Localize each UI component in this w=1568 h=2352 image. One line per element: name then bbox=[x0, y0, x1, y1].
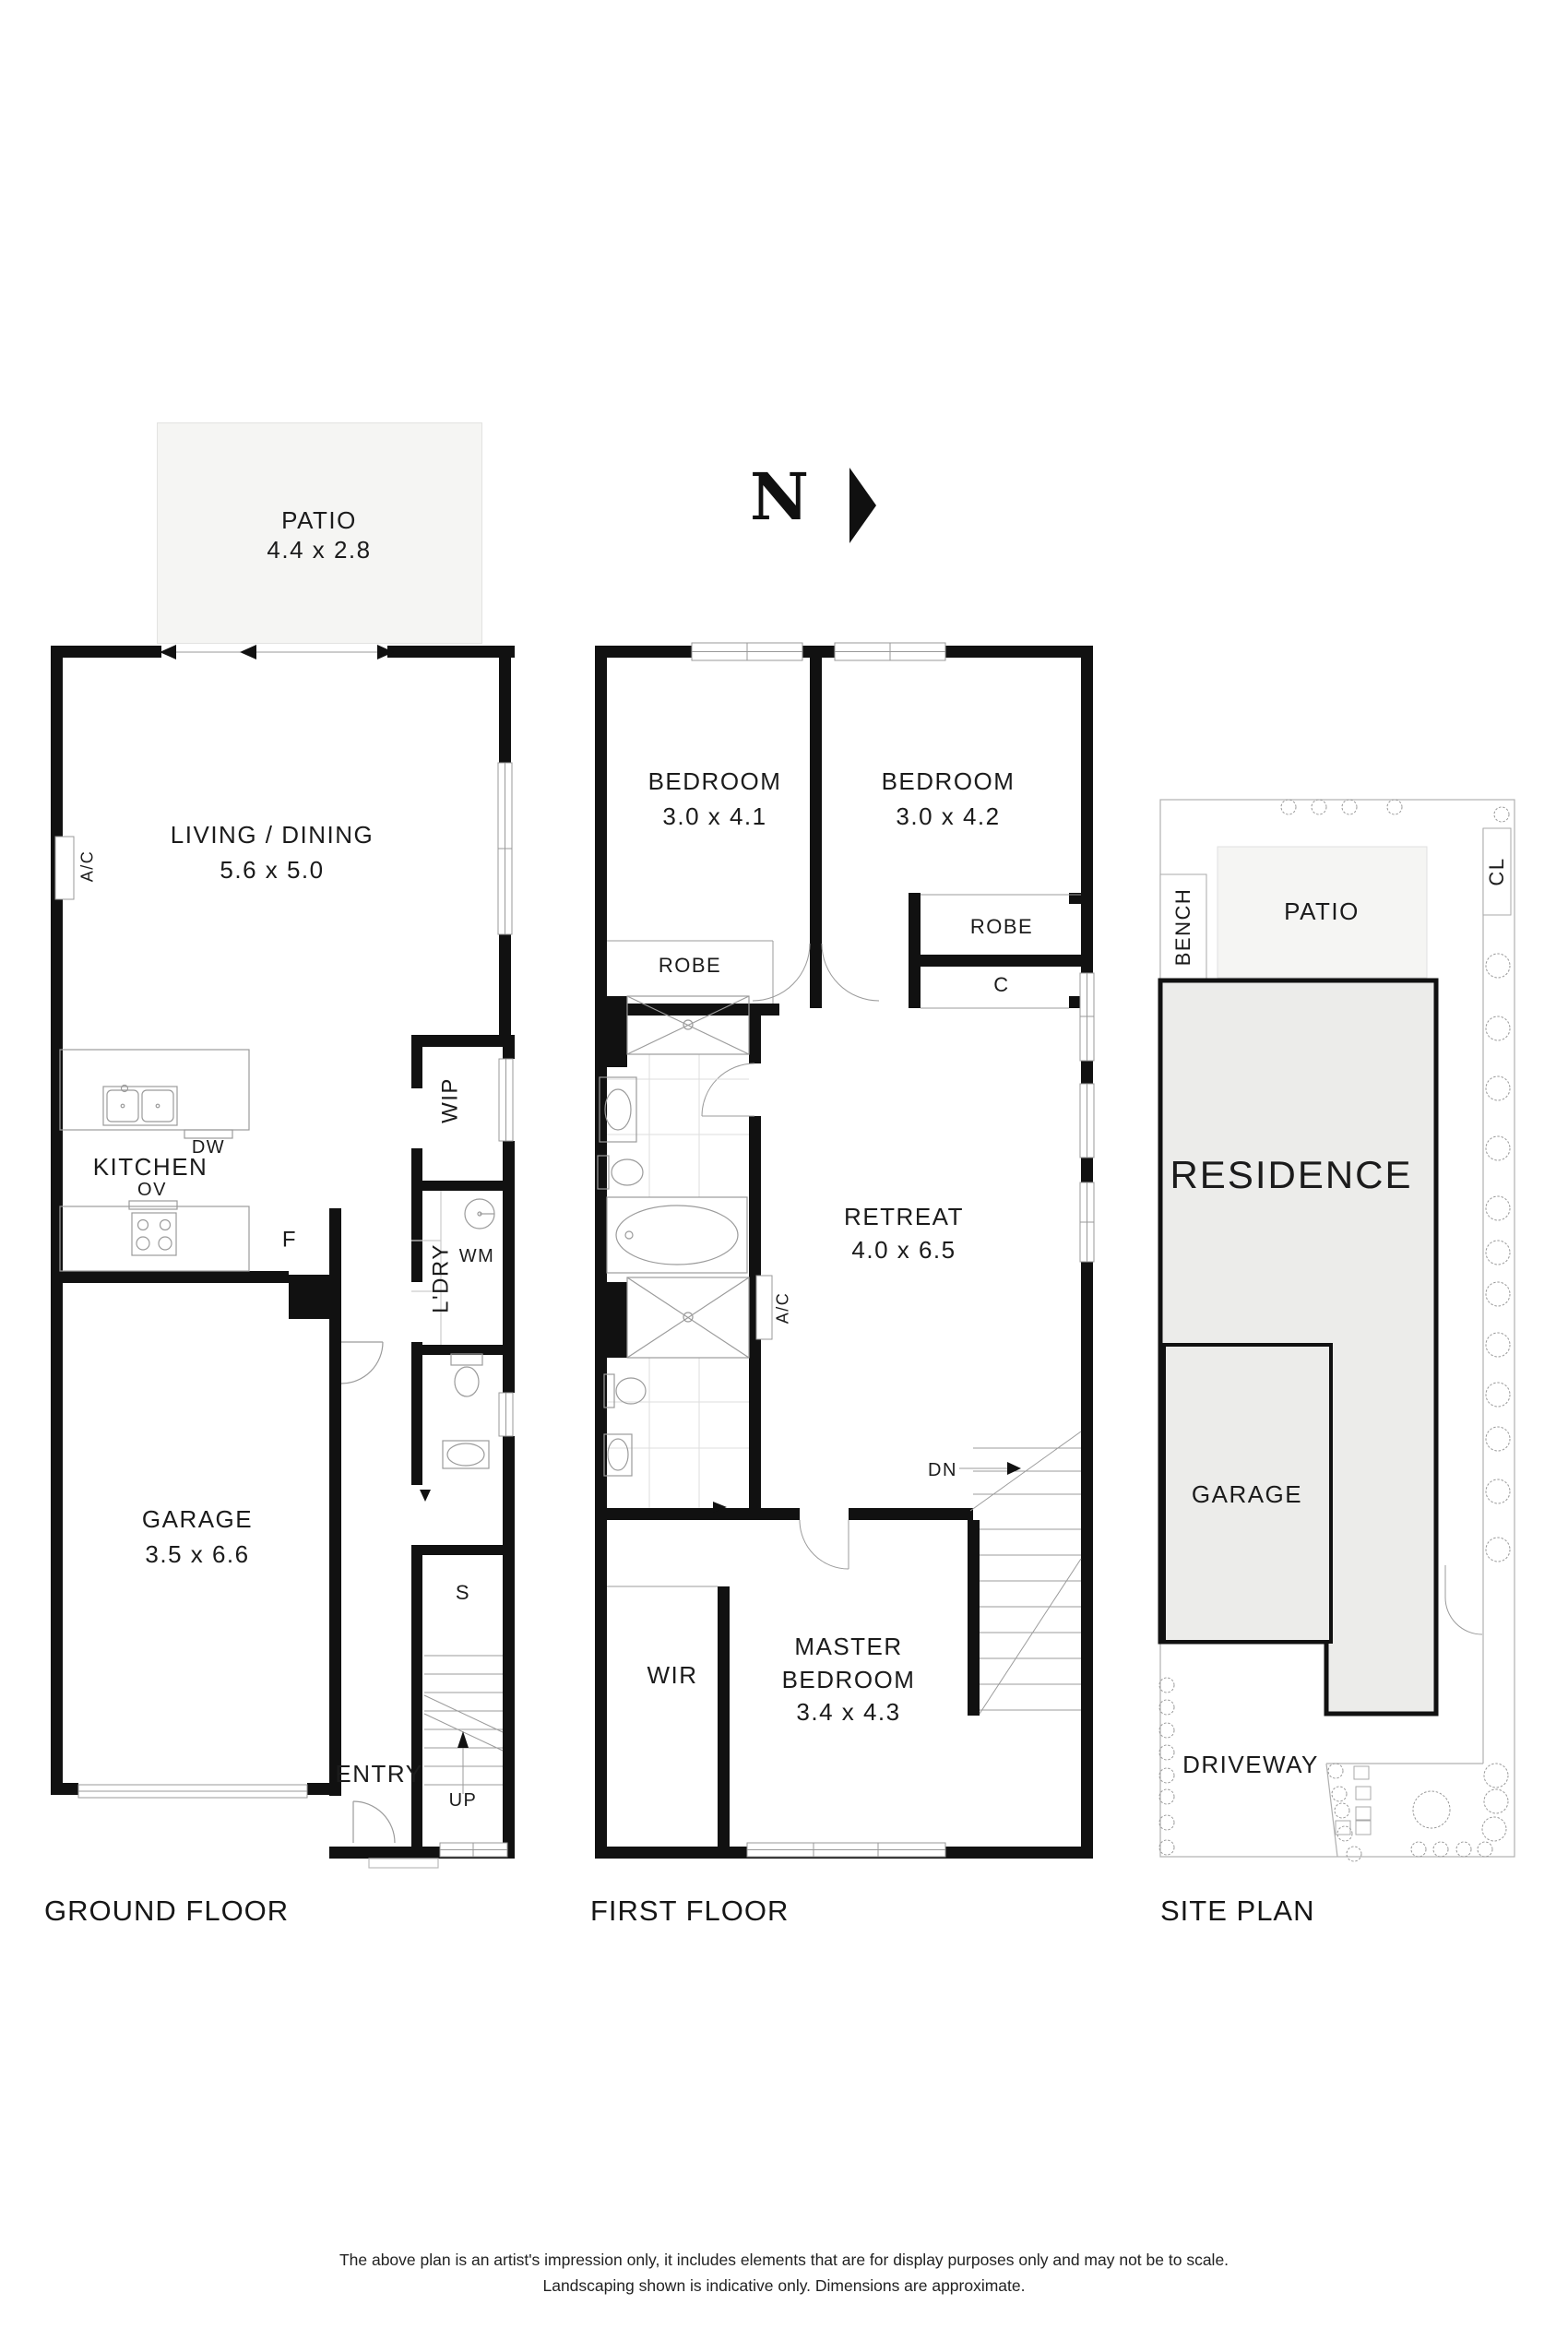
ff-cupboard-label: C bbox=[993, 972, 1010, 996]
ff-bedroom1-dims: 3.0 x 4.1 bbox=[662, 802, 767, 831]
first-floor-title: FIRST FLOOR bbox=[590, 1895, 790, 1927]
site-patio-label: PATIO bbox=[1284, 897, 1360, 926]
site-bench-area bbox=[1159, 873, 1207, 980]
disclaimer: The above plan is an artist's impression… bbox=[0, 2247, 1568, 2299]
gf-patio-area bbox=[157, 422, 482, 644]
gf-sliding-door bbox=[160, 645, 394, 659]
site-garage-outline bbox=[1162, 1343, 1333, 1644]
site-plan-drawing bbox=[1158, 799, 1515, 1862]
gf-stairs bbox=[420, 1490, 504, 1794]
site-patio-area bbox=[1217, 846, 1428, 979]
ground-floor-title: GROUND FLOOR bbox=[44, 1895, 290, 1927]
ff-thin-lines bbox=[607, 894, 1081, 1587]
site-pavers bbox=[1335, 1765, 1372, 1835]
ff-retreat-dims: 4.0 x 6.5 bbox=[851, 1236, 956, 1265]
gf-living-label: LIVING / DINING bbox=[170, 821, 374, 849]
site-cl-label: CL bbox=[1484, 857, 1508, 886]
ff-master-dims: 3.4 x 4.3 bbox=[796, 1698, 901, 1727]
site-bench-label: BENCH bbox=[1170, 887, 1194, 967]
site-trees bbox=[1158, 799, 1511, 1862]
ff-fixtures bbox=[597, 995, 750, 1477]
gf-ac-unit bbox=[54, 836, 75, 900]
site-garage-label: GARAGE bbox=[1191, 1480, 1303, 1509]
site-residence-label: RESIDENCE bbox=[1170, 1153, 1413, 1197]
ff-walls bbox=[595, 646, 1093, 1859]
gf-wm-label: WM bbox=[458, 1246, 495, 1267]
gf-up-label: UP bbox=[448, 1790, 478, 1812]
ff-hall-arrow bbox=[713, 1502, 727, 1513]
gf-ov-label: OV bbox=[137, 1180, 167, 1201]
ff-robe2-label: ROBE bbox=[969, 914, 1034, 938]
ff-bedroom1-label: BEDROOM bbox=[647, 767, 782, 796]
disclaimer-line1: The above plan is an artist's impression… bbox=[339, 2251, 1229, 2269]
north-letter: N bbox=[750, 458, 809, 535]
ground-floor-drawing bbox=[51, 645, 515, 1869]
ff-windows bbox=[691, 642, 1095, 1858]
site-clothesline-area bbox=[1482, 827, 1512, 916]
ff-stairs bbox=[713, 1431, 1082, 1715]
ff-ac-unit bbox=[755, 1275, 773, 1340]
first-floor-drawing bbox=[595, 642, 1095, 1859]
gf-kitchen-label: KITCHEN bbox=[92, 1153, 208, 1182]
site-plan-title: SITE PLAN bbox=[1160, 1895, 1315, 1927]
gf-hall-arrow bbox=[420, 1490, 431, 1502]
ff-dn-label: DN bbox=[928, 1460, 957, 1481]
ff-bedroom2-label: BEDROOM bbox=[881, 767, 1016, 796]
gf-living-dims: 5.6 x 5.0 bbox=[220, 856, 325, 885]
gf-wip-label: WIP bbox=[437, 1077, 463, 1123]
ff-dn-arrow bbox=[1007, 1462, 1021, 1475]
site-driveway-label: DRIVEWAY bbox=[1182, 1751, 1319, 1779]
ff-ac-label: A/C bbox=[773, 1291, 792, 1324]
gf-store-label: S bbox=[455, 1580, 471, 1604]
gf-entry-label: ENTRY bbox=[335, 1760, 423, 1788]
gf-patio-dims: 4.4 x 2.8 bbox=[267, 536, 372, 564]
gf-fridge-label: F bbox=[281, 1227, 298, 1253]
north-arrow-icon bbox=[849, 468, 876, 543]
gf-garage-dims: 3.5 x 6.6 bbox=[145, 1540, 250, 1569]
ff-bedroom2-dims: 3.0 x 4.2 bbox=[896, 802, 1001, 831]
gf-garage-label: GARAGE bbox=[141, 1505, 254, 1534]
ff-master-label: MASTER BEDROOM bbox=[781, 1633, 916, 1693]
disclaimer-line2: Landscaping shown is indicative only. Di… bbox=[542, 2276, 1026, 2295]
gf-laundry-label: L'DRY bbox=[428, 1243, 454, 1313]
gf-walls bbox=[51, 646, 515, 1859]
ff-robe1-label: ROBE bbox=[658, 953, 722, 977]
ff-tiles bbox=[607, 1054, 749, 1508]
ff-retreat-label: RETREAT bbox=[844, 1203, 964, 1231]
ff-wir-label: WIR bbox=[647, 1661, 698, 1690]
gf-patio-label: PATIO bbox=[281, 506, 357, 535]
gf-ac-label: A/C bbox=[77, 849, 97, 883]
gf-dw-label: DW bbox=[191, 1137, 226, 1158]
gf-fixtures bbox=[59, 1049, 495, 1869]
site-door bbox=[1444, 1565, 1483, 1635]
gf-windows bbox=[54, 762, 514, 1858]
